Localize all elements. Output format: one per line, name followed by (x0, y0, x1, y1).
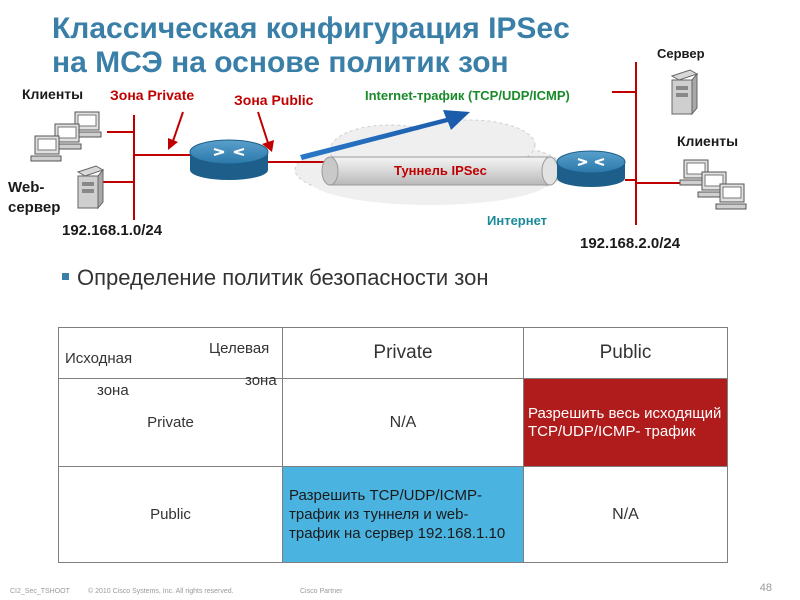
bullet-marker (62, 272, 69, 280)
footer-course: CI2_Sec_TSHOOT (10, 588, 70, 595)
slide-title: Классическая конфигурация IPSec на МСЭ н… (52, 12, 672, 80)
web-server-icon (76, 165, 105, 210)
title-line-2: на МСЭ на основе политик зон (52, 46, 509, 79)
row-header-private: Private (58, 378, 283, 467)
table-row: Private N/A Разрешить весь исходящий TCP… (58, 378, 728, 467)
right-clients-label: Клиенты (677, 133, 739, 149)
bullet-point: Определение политик безопасности зон (62, 265, 489, 291)
table-header-row: Исходная Целевая зона зона Private Publi… (58, 327, 728, 399)
bullet-text: Определение политик безопасности зон (77, 265, 489, 290)
cell-private-to-public: Разрешить весь исходящий TCP/UDP/ICMP- т… (523, 378, 728, 467)
right-subnet-label: 192.168.2.0/24 (580, 235, 681, 252)
table-corner-cell: Исходная Целевая зона зона (58, 327, 283, 399)
ipsec-tunnel (321, 156, 559, 186)
target-zone-label-1: Целевая (209, 340, 270, 357)
right-server-icon (670, 69, 699, 116)
internet-label: Интернет (487, 213, 548, 228)
internet-traffic-label: Internet-трафик (TCP/UDP/ICMP) (365, 88, 570, 103)
footer-partner: Cisco Partner (300, 588, 343, 595)
right-router-icon (556, 150, 626, 187)
cell-public-to-private: Разрешить TCP/UDP/ICMP-трафик из туннеля… (282, 466, 524, 563)
network-diagram (30, 62, 747, 225)
column-header-public: Public (523, 327, 728, 379)
web-server-label: Web- сервер (8, 178, 60, 218)
left-clients-icon (30, 111, 102, 162)
zone-public-arrow (257, 111, 274, 152)
right-server-label: Сервер (657, 46, 705, 61)
source-zone-label-2: зона (97, 382, 129, 399)
cell-public-to-public: N/A (523, 466, 728, 563)
zone-private-label: Зона Private (110, 87, 195, 103)
tunnel-label: Туннель IPSec (394, 163, 487, 178)
web-server-label-line1: Web- (8, 179, 45, 196)
left-clients-label: Клиенты (22, 86, 84, 102)
internet-traffic-arrow (300, 110, 470, 160)
left-subnet-label: 192.168.1.0/24 (62, 222, 163, 239)
zone-policy-table: Исходная Целевая зона зона Private Publi… (58, 327, 728, 563)
left-router-icon (189, 139, 269, 180)
source-zone-label-1: Исходная (65, 350, 133, 367)
web-server-label-line2: сервер (8, 199, 61, 216)
cell-private-to-private: N/A (282, 378, 524, 467)
zone-private-arrow (168, 111, 184, 150)
column-header-private: Private (282, 327, 524, 379)
row-header-public: Public (58, 466, 283, 563)
title-line-1: Классическая конфигурация IPSec (52, 12, 570, 45)
table-row: Public Разрешить TCP/UDP/ICMP-трафик из … (58, 466, 728, 563)
right-clients-icon (679, 159, 747, 210)
page-number: 48 (759, 582, 772, 594)
footer-copyright: © 2010 Cisco Systems, Inc. All rights re… (88, 588, 234, 595)
target-zone-label-2: зона (245, 372, 277, 389)
zone-public-label: Зона Public (234, 92, 314, 108)
